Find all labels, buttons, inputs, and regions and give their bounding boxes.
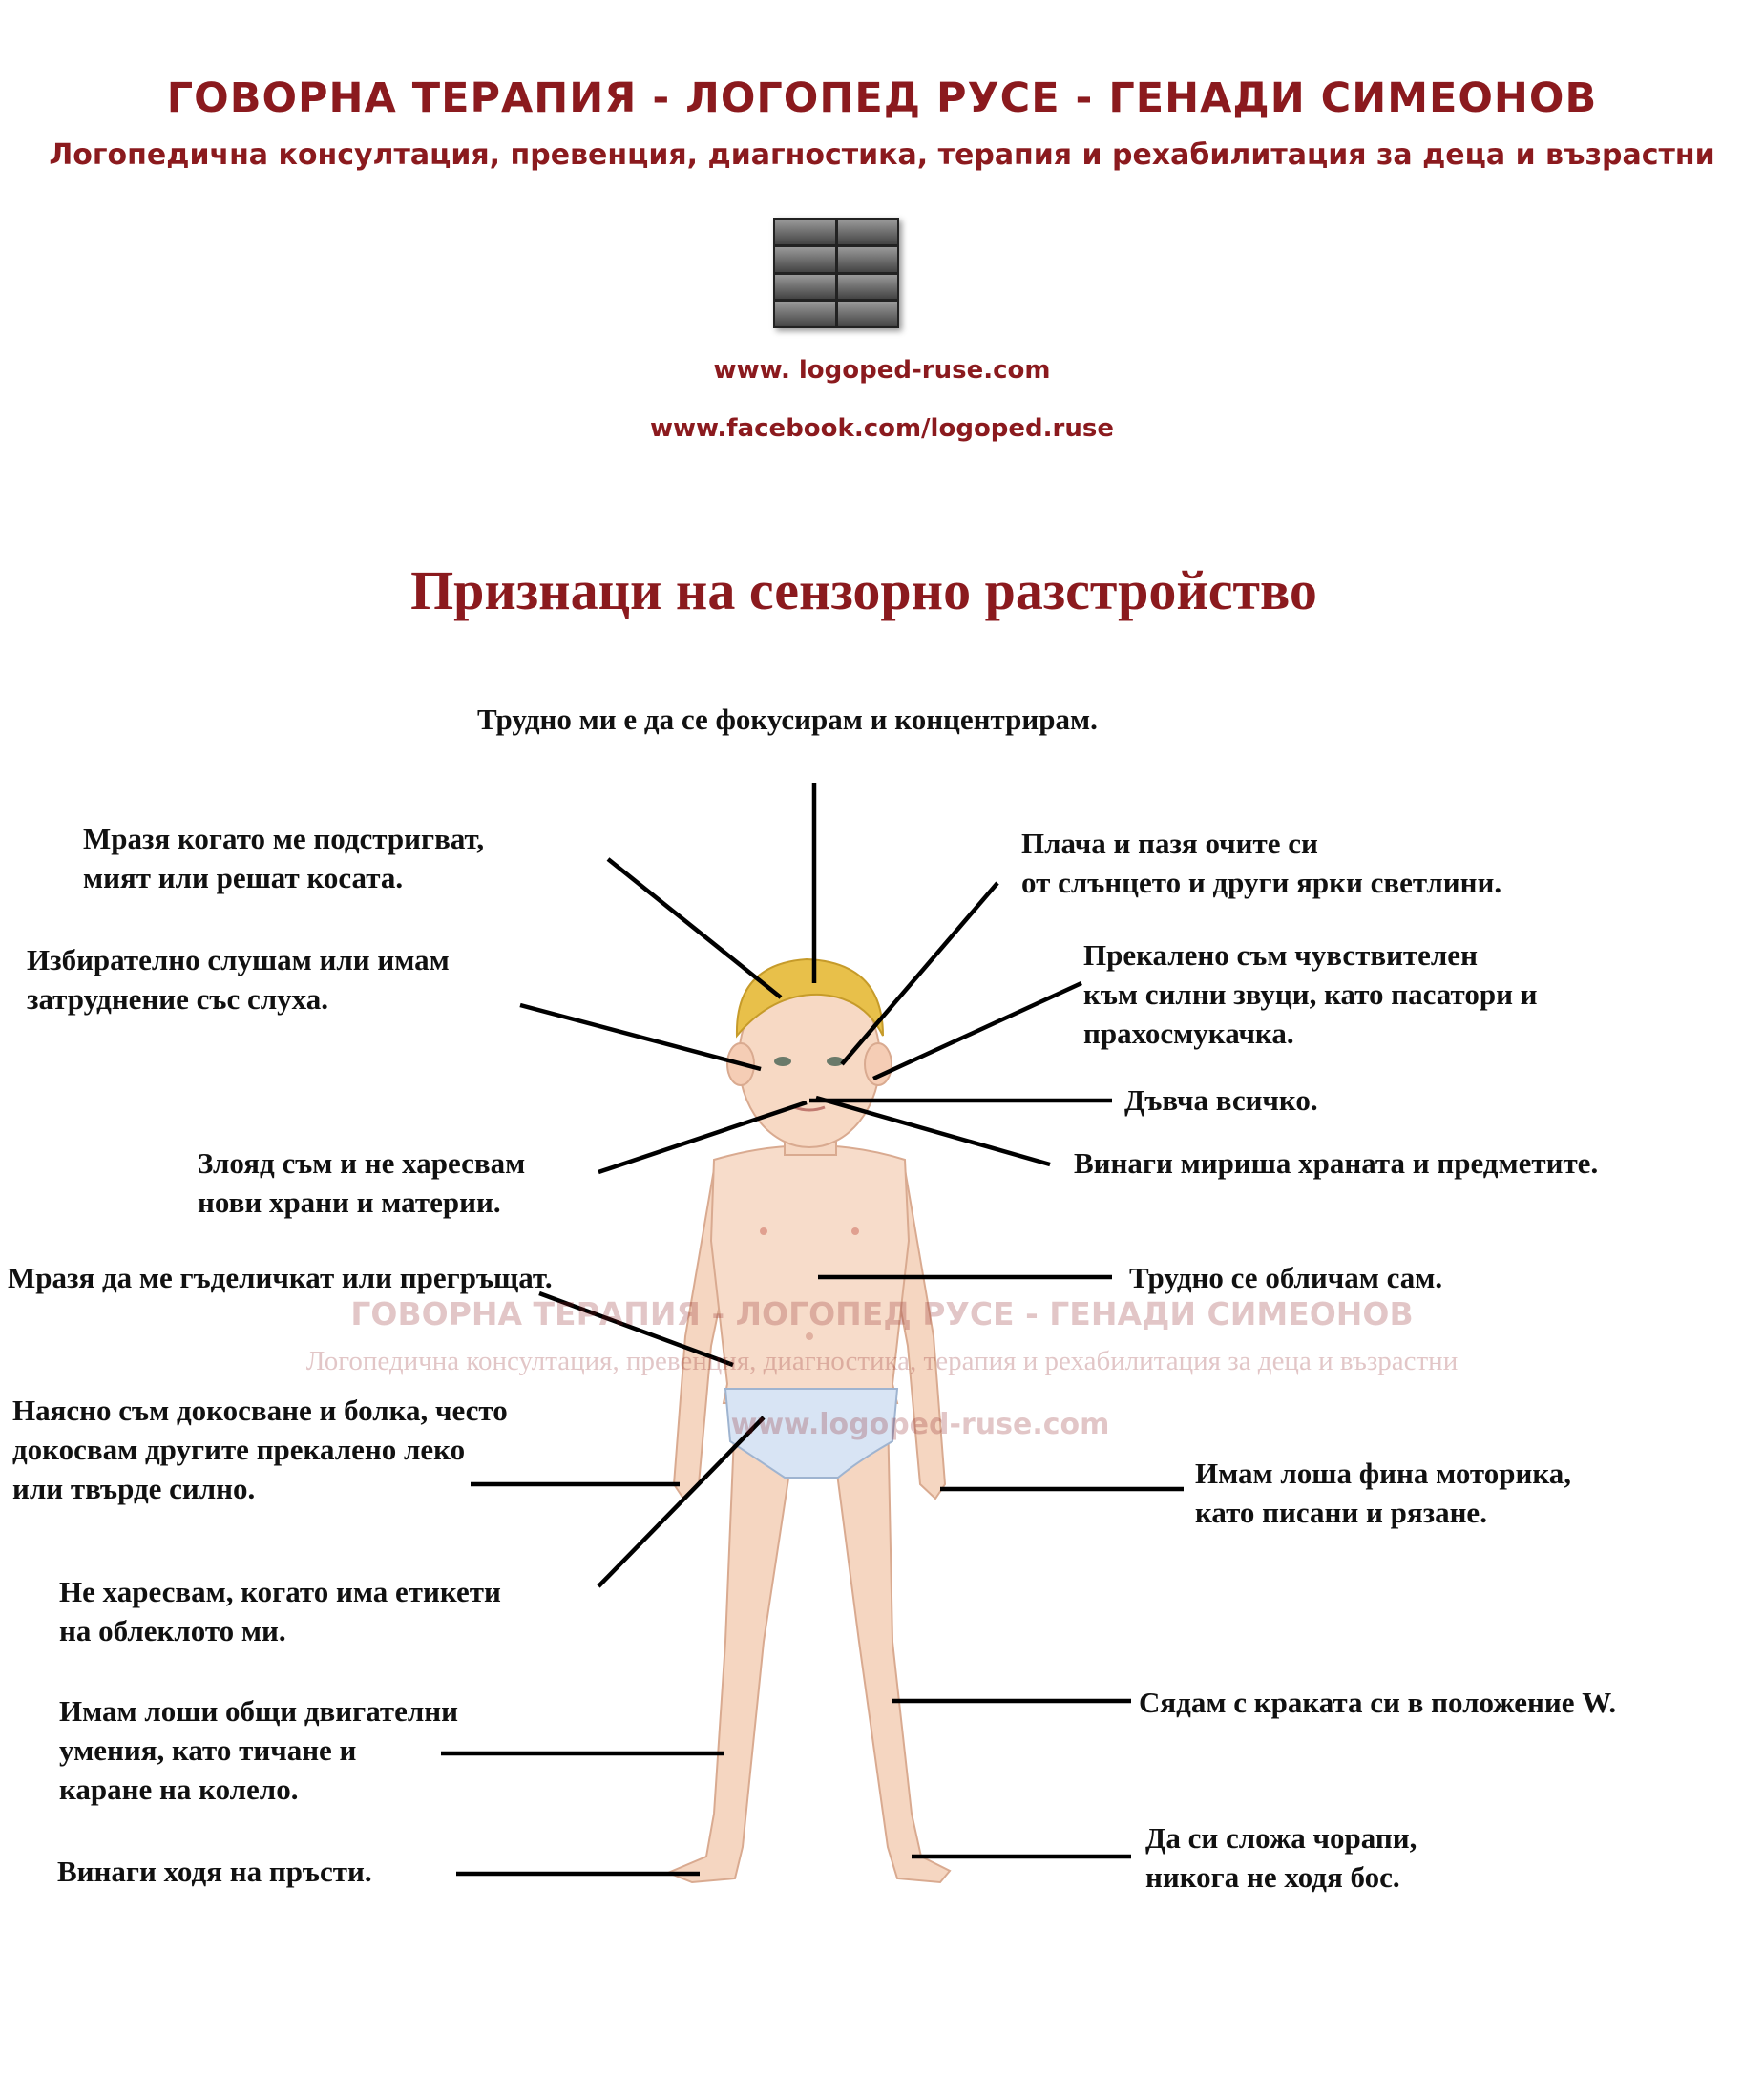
label-picky: Злояд съм и не харесвам нови храни и мат… (198, 1146, 526, 1219)
label-eyes: Плача и пазя очите си от слънцето и друг… (1021, 827, 1502, 899)
watermark-website: www.logoped-ruse.com (730, 1408, 1110, 1441)
watermark-subtitle: Логопедична консултация, превенция, диаг… (305, 1346, 1459, 1376)
label-fine-motor: Имам лоша фина моторика, като писани и р… (1195, 1457, 1571, 1529)
logo-mouths-image (773, 218, 899, 328)
facebook-link[interactable]: www.facebook.com/logoped.ruse (650, 414, 1114, 443)
label-hearing: Избирателно слушам или имам затруднение … (27, 943, 450, 1016)
diagram-title: Признаци на сензорно разстройство (410, 559, 1317, 621)
header-subtitle: Логопедична консултация, превенция, диаг… (49, 138, 1715, 172)
label-focus: Трудно ми е да се фокусирам и концентрир… (477, 703, 1098, 736)
label-toes: Винаги ходя на пръсти. (57, 1855, 372, 1888)
watermark-title: ГОВОРНА ТЕРАПИЯ - ЛОГОПЕД РУСЕ - ГЕНАДИ … (350, 1295, 1414, 1332)
label-w-sit: Сядам с краката си в положение W. (1139, 1686, 1617, 1719)
label-dress: Трудно се обличам сам. (1129, 1261, 1443, 1294)
label-gross-motor: Имам лоши общи двигателни умения, като т… (59, 1694, 459, 1806)
label-touch: Наясно съм докосване и болка, често доко… (12, 1394, 508, 1505)
label-sounds: Прекалено съм чувствителен към силни зву… (1083, 938, 1538, 1050)
label-hair: Мразя когато ме подстригват, мият или ре… (83, 822, 485, 894)
label-chew: Дъвча всичко. (1124, 1083, 1318, 1117)
website-link[interactable]: www. logoped-ruse.com (713, 356, 1051, 385)
leader-lines (441, 783, 1184, 1877)
label-tickle: Мразя да ме гъделичкат или прегръщат. (8, 1261, 553, 1294)
header-title: ГОВОРНА ТЕРАПИЯ - ЛОГОПЕД РУСЕ - ГЕНАДИ … (166, 74, 1598, 122)
child-figure (665, 957, 952, 1884)
label-socks: Да си сложа чорапи, никога не ходя бос. (1145, 1821, 1418, 1894)
label-smell: Винаги мириша храната и предметите. (1074, 1146, 1599, 1180)
label-tags: Не харесвам, когато има етикети на облек… (59, 1575, 501, 1647)
